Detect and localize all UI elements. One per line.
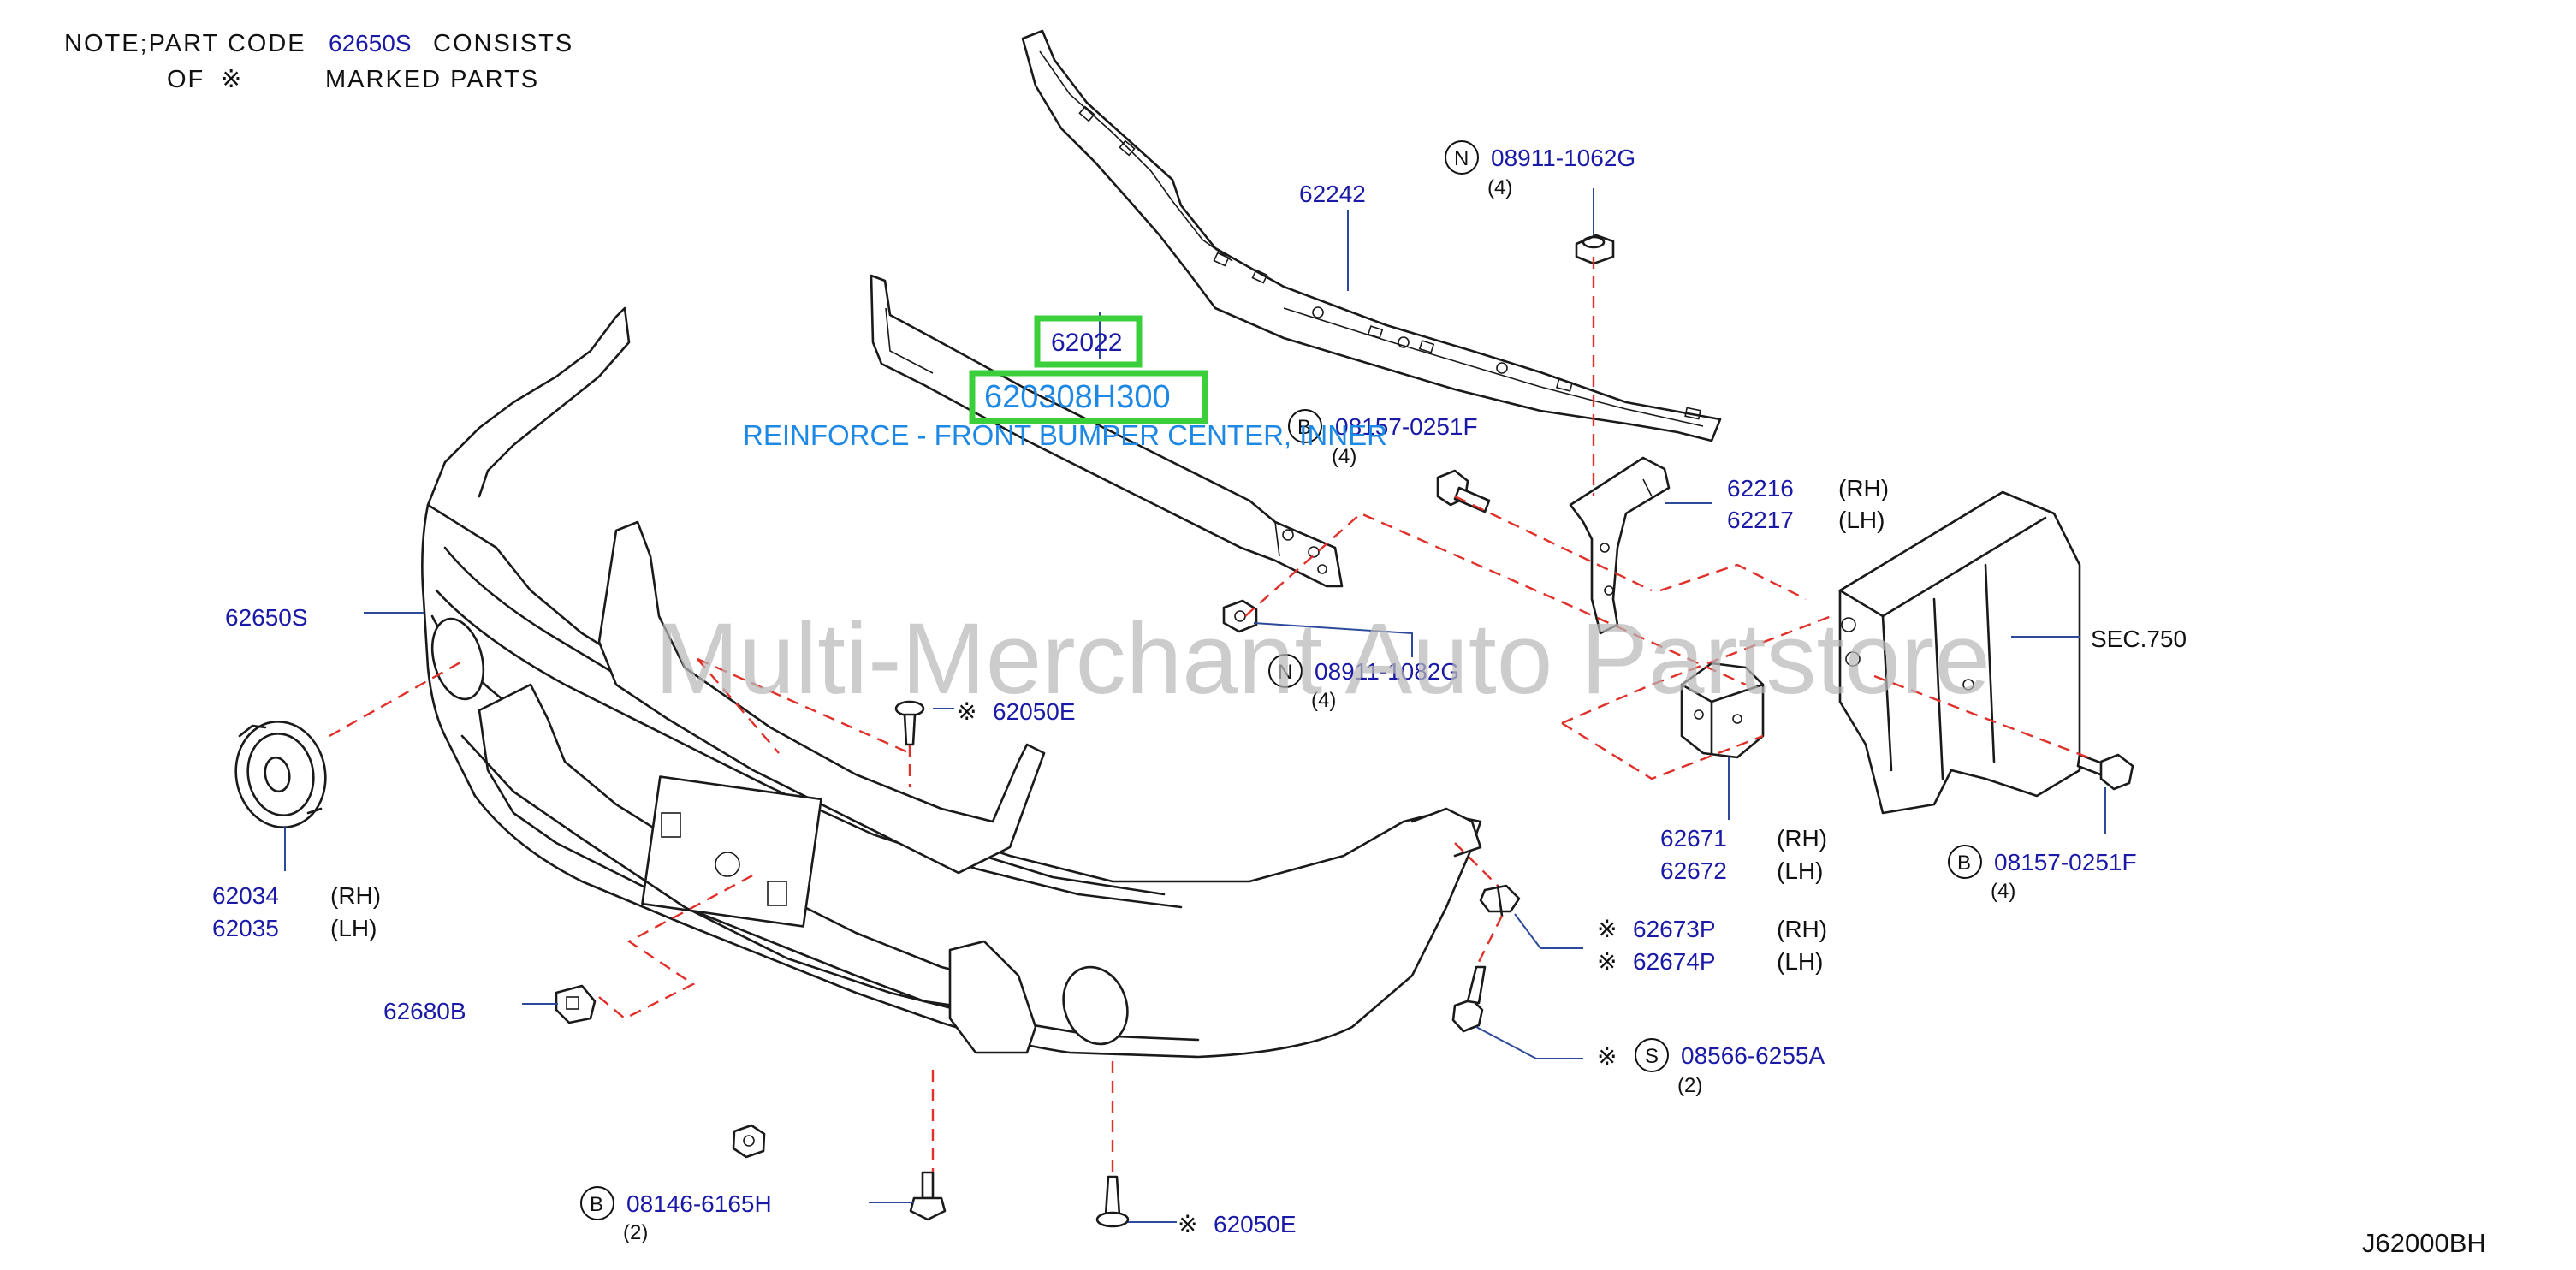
label-62050E-lower[interactable]: 62050E [1214, 1211, 1297, 1237]
label-08911-1062G[interactable]: 08911-1062G [1491, 145, 1635, 171]
symbol-b-2: B [1957, 852, 1971, 875]
mark-62674P: ※ [1597, 948, 1617, 975]
label-62217[interactable]: 62217 [1727, 507, 1794, 533]
highlight-part-number[interactable]: 62022 [1051, 329, 1122, 357]
symbol-circle-b-2 [1948, 845, 1982, 879]
mark-62673P: ※ [1597, 916, 1617, 942]
screw-08566-6255A [1451, 965, 1487, 1033]
mark-62050E-upper: ※ [957, 698, 976, 725]
label-08566-6255A[interactable]: 08566-6255A [1681, 1042, 1825, 1069]
qty-08566-6255A: (2) [1677, 1074, 1702, 1097]
symbol-circle-n-2 [1268, 654, 1303, 688]
qty-08911-1082G: (4) [1311, 689, 1336, 712]
label-sec750[interactable]: SEC.750 [2091, 626, 2187, 652]
qty-08146-6165H: (2) [623, 1221, 648, 1244]
label-62035[interactable]: 62035 [212, 915, 279, 941]
label-62216[interactable]: 62216 [1727, 475, 1794, 501]
watermark: Multi-Merchant Auto Partstore [655, 602, 1991, 715]
clip-62050E-lower [1095, 1175, 1130, 1228]
side-62216: (RH) [1838, 475, 1889, 501]
symbol-circle-s [1635, 1038, 1669, 1072]
side-62673P: (RH) [1777, 916, 1827, 942]
part-labels: 62242 N 08911-1062G (4) B 08157-0251F (4… [212, 140, 2486, 1258]
highlight-box-part [1034, 315, 1143, 368]
symbol-b-1: B [1297, 416, 1311, 439]
label-62242[interactable]: 62242 [1299, 181, 1366, 207]
label-62671[interactable]: 62671 [1660, 825, 1727, 852]
label-62674P[interactable]: 62674P [1633, 948, 1716, 975]
label-62680B[interactable]: 62680B [383, 998, 466, 1024]
mark-62050E-lower: ※ [1178, 1211, 1197, 1237]
bolt-08146-6165H [909, 1171, 947, 1221]
bolt-08157-0251F-upper [1436, 469, 1491, 513]
highlight-oem-number[interactable]: 620308H300 [984, 379, 1171, 415]
nut-08911-1062G [1575, 234, 1615, 265]
note-block: NOTE;PART CODE 62650S CONSISTS OF ※ MARK… [64, 30, 573, 93]
label-08146-6165H[interactable]: 08146-6165H [626, 1190, 772, 1217]
assembly-lines [329, 257, 2089, 1177]
note-line2-prefix: OF [167, 66, 205, 93]
symbol-s: S [1645, 1045, 1659, 1068]
side-62674P: (LH) [1777, 948, 1823, 975]
note-line1-prefix: NOTE;PART CODE [64, 30, 306, 57]
symbol-circle-b-3 [580, 1186, 614, 1220]
label-08157-0251F-upper[interactable]: 08157-0251F [1335, 413, 1478, 440]
label-62672[interactable]: 62672 [1660, 858, 1727, 884]
bolt-08157-0251F-lower [2076, 753, 2134, 791]
clip-62050E-upper [894, 700, 925, 746]
label-08911-1082G[interactable]: 08911-1082G [1315, 658, 1459, 685]
fog-lamp-62034 [234, 720, 327, 829]
side-62671: (RH) [1777, 825, 1827, 852]
label-62034[interactable]: 62034 [212, 882, 279, 909]
highlight-description: REINFORCE - FRONT BUMPER CENTER, INNER [743, 419, 1387, 451]
symbol-circle-n-1 [1445, 140, 1479, 175]
clip-62680B [555, 984, 597, 1024]
symbol-n-1: N [1454, 147, 1469, 170]
frame-sec750 [1838, 490, 2081, 815]
qty-08157-0251F-upper: (4) [1332, 445, 1356, 468]
label-62673P[interactable]: 62673P [1633, 916, 1716, 942]
bracket-62216 [1569, 456, 1671, 635]
side-62217: (LH) [1838, 507, 1885, 533]
qty-08911-1062G: (4) [1487, 176, 1512, 199]
nut-lower-left [732, 1124, 766, 1159]
highlight-box-oem [969, 370, 1208, 424]
nut-08911-1082G [1222, 599, 1258, 633]
note-line1-suffix: CONSISTS [433, 30, 573, 57]
symbol-n-2: N [1278, 661, 1292, 684]
clip-62673P [1479, 884, 1521, 917]
inner-reinforcement-62022 [870, 274, 1344, 588]
note-part-code[interactable]: 62650S [329, 30, 412, 56]
label-62050E-upper[interactable]: 62050E [993, 698, 1076, 725]
highlighted-part[interactable]: 62022 620308H300 REINFORCE - FRONT BUMPE… [743, 315, 1387, 451]
note-line2-suffix: MARKED PARTS [325, 66, 539, 93]
label-62650S[interactable]: 62650S [225, 604, 308, 631]
qty-08157-0251F-lower: (4) [1991, 880, 2015, 903]
diagram-code: J62000BH [2362, 1228, 2486, 1258]
side-62034: (RH) [330, 882, 381, 909]
symbol-circle-b-1 [1288, 409, 1322, 443]
side-62672: (LH) [1777, 858, 1823, 884]
note-mark-symbol: ※ [221, 66, 243, 93]
symbol-b-3: B [590, 1193, 603, 1216]
mark-08566-6255A: ※ [1597, 1043, 1617, 1070]
upper-reinforcement-62242 [1021, 29, 1722, 442]
bumper-fascia-62650S [421, 306, 1482, 1059]
side-62035: (LH) [330, 915, 377, 941]
label-08157-0251F-lower[interactable]: 08157-0251F [1994, 849, 2137, 875]
